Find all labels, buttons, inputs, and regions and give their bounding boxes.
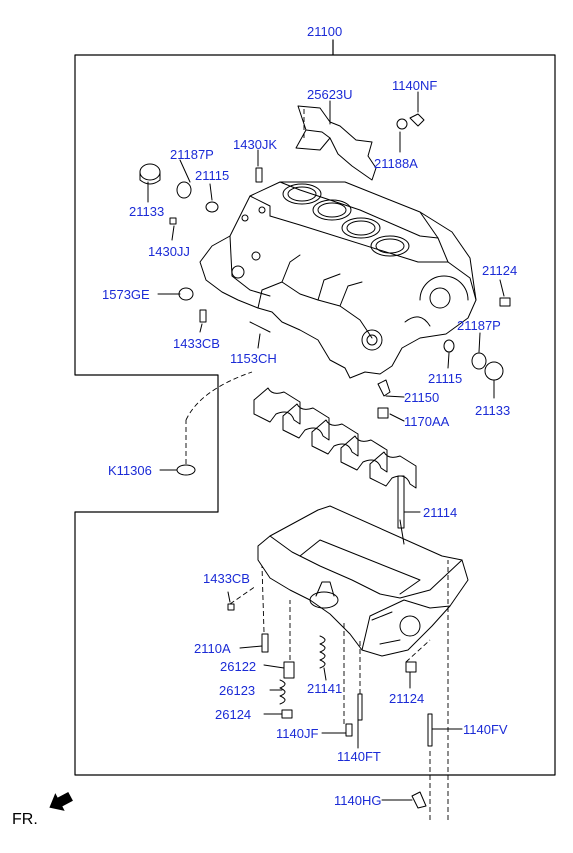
part-label-1140FV[interactable]: 1140FV <box>463 722 508 737</box>
part-label-21124[interactable]: 21124 <box>482 263 518 278</box>
front-direction-label: FR. <box>12 811 38 828</box>
part-label-K11306[interactable]: K11306 <box>108 463 152 478</box>
alignment-guides <box>185 106 449 820</box>
ladder-frame <box>257 505 469 657</box>
part-label-21115[interactable]: 21115 <box>195 168 230 183</box>
part-label-1430JJ[interactable]: 1430JJ <box>148 244 190 259</box>
front-direction-arrow <box>49 791 73 811</box>
part-label-1153CH[interactable]: 1153CH <box>230 351 277 366</box>
part-label-1433CB[interactable]: 1433CB <box>173 336 220 351</box>
part-label-1170AA[interactable]: 1170AA <box>404 414 450 429</box>
timing-cover-part <box>295 105 377 181</box>
part-label-1430JK[interactable]: 1430JK <box>233 137 278 152</box>
part-label-21133[interactable]: 21133 <box>129 204 165 219</box>
part-label-1140HG[interactable]: 1140HG <box>334 793 382 808</box>
part-label-21150[interactable]: 21150 <box>404 390 440 405</box>
part-label-1140FT[interactable]: 1140FT <box>337 749 381 764</box>
assembly-boundary <box>74 39 556 776</box>
small-fittings-bottom <box>227 603 433 809</box>
assembly-number: 21100 <box>307 24 343 39</box>
part-label-21133[interactable]: 21133 <box>475 403 511 418</box>
leader-lines <box>147 39 505 801</box>
part-label-21141[interactable]: 21141 <box>307 681 343 696</box>
cylinder-block <box>199 181 477 379</box>
part-label-21124[interactable]: 21124 <box>389 691 425 706</box>
part-label-25623U[interactable]: 25623U <box>307 87 353 102</box>
part-label-21188A[interactable]: 21188A <box>374 156 418 171</box>
part-label-21114[interactable]: 21114 <box>423 505 458 520</box>
part-label-26122[interactable]: 26122 <box>220 659 257 674</box>
part-label-21187P[interactable]: 21187P <box>170 147 214 162</box>
part-label-1140JF[interactable]: 1140JF <box>276 726 319 741</box>
part-label-1433CB[interactable]: 1433CB <box>203 571 250 586</box>
part-label-1140NF[interactable]: 1140NF <box>392 78 438 93</box>
part-label-21187P[interactable]: 21187P <box>457 318 501 333</box>
part-label-2110A[interactable]: 2110A <box>194 641 231 656</box>
part-label-26123[interactable]: 26123 <box>219 683 256 698</box>
part-label-1573GE[interactable]: 1573GE <box>102 287 150 302</box>
small-fittings-top <box>139 113 511 419</box>
part-label-21115[interactable]: 21115 <box>428 371 463 386</box>
bearing-caps <box>176 387 417 529</box>
part-label-26124[interactable]: 26124 <box>215 707 252 722</box>
